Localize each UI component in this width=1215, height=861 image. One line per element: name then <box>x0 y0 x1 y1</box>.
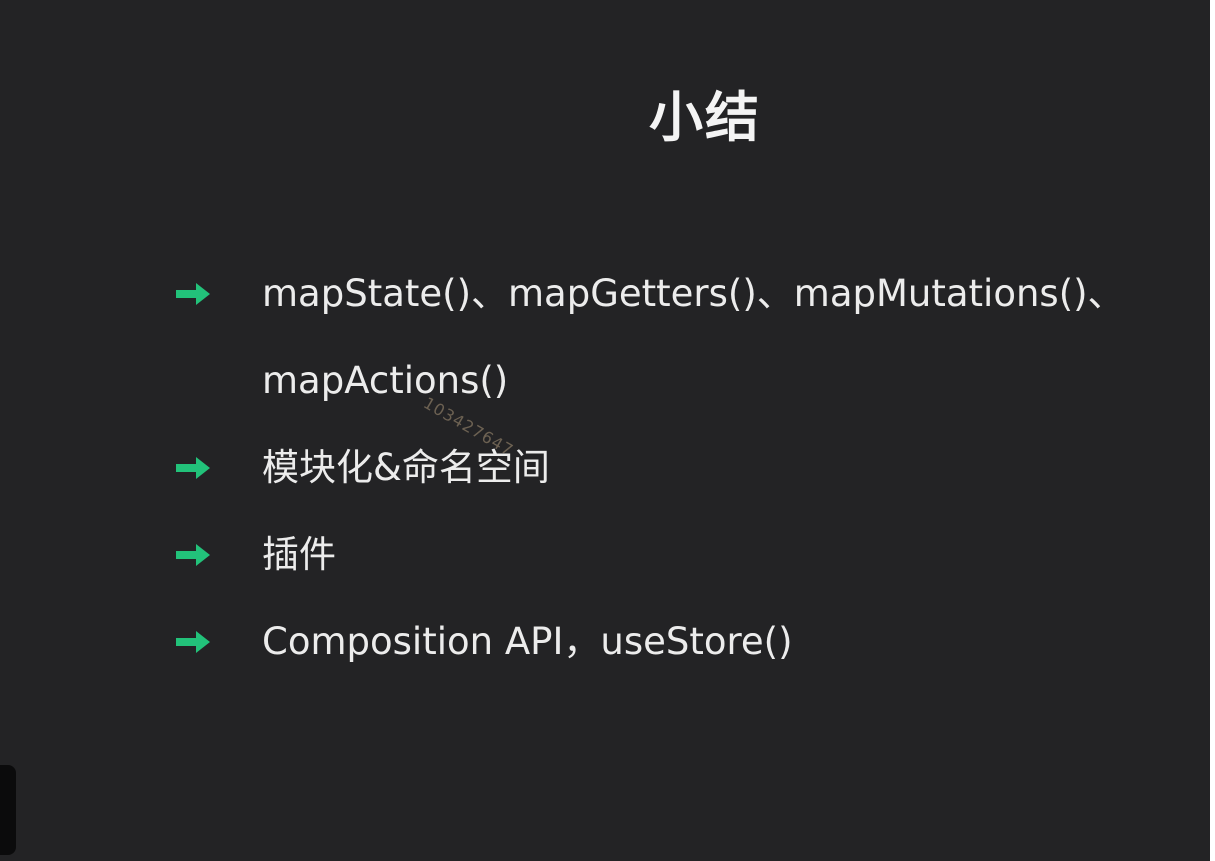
slide-title: 小结 <box>649 86 761 149</box>
bullet-text: 模块化&命名空间 <box>262 446 550 489</box>
window-edge <box>1210 0 1215 861</box>
bullet-item: 插件 <box>176 511 1206 598</box>
bullet-text: 插件 <box>262 533 336 576</box>
bullet-item: 模块化&命名空间 <box>176 424 1206 511</box>
right-arrow-icon <box>176 424 216 511</box>
right-arrow-icon <box>176 250 216 337</box>
bullet-list: mapState()、mapGetters()、mapMutations()、 … <box>176 250 1206 685</box>
right-arrow-icon <box>176 598 216 685</box>
bullet-item: mapState()、mapGetters()、mapMutations()、 … <box>176 250 1206 424</box>
bullet-text: Composition API，useStore() <box>262 620 793 663</box>
bullet-item: Composition API，useStore() <box>176 598 1206 685</box>
right-arrow-icon <box>176 511 216 598</box>
side-panel-handle[interactable] <box>0 765 16 855</box>
bullet-text: mapState()、mapGetters()、mapMutations()、 <box>262 272 1125 315</box>
bullet-text: mapActions() <box>262 359 509 402</box>
